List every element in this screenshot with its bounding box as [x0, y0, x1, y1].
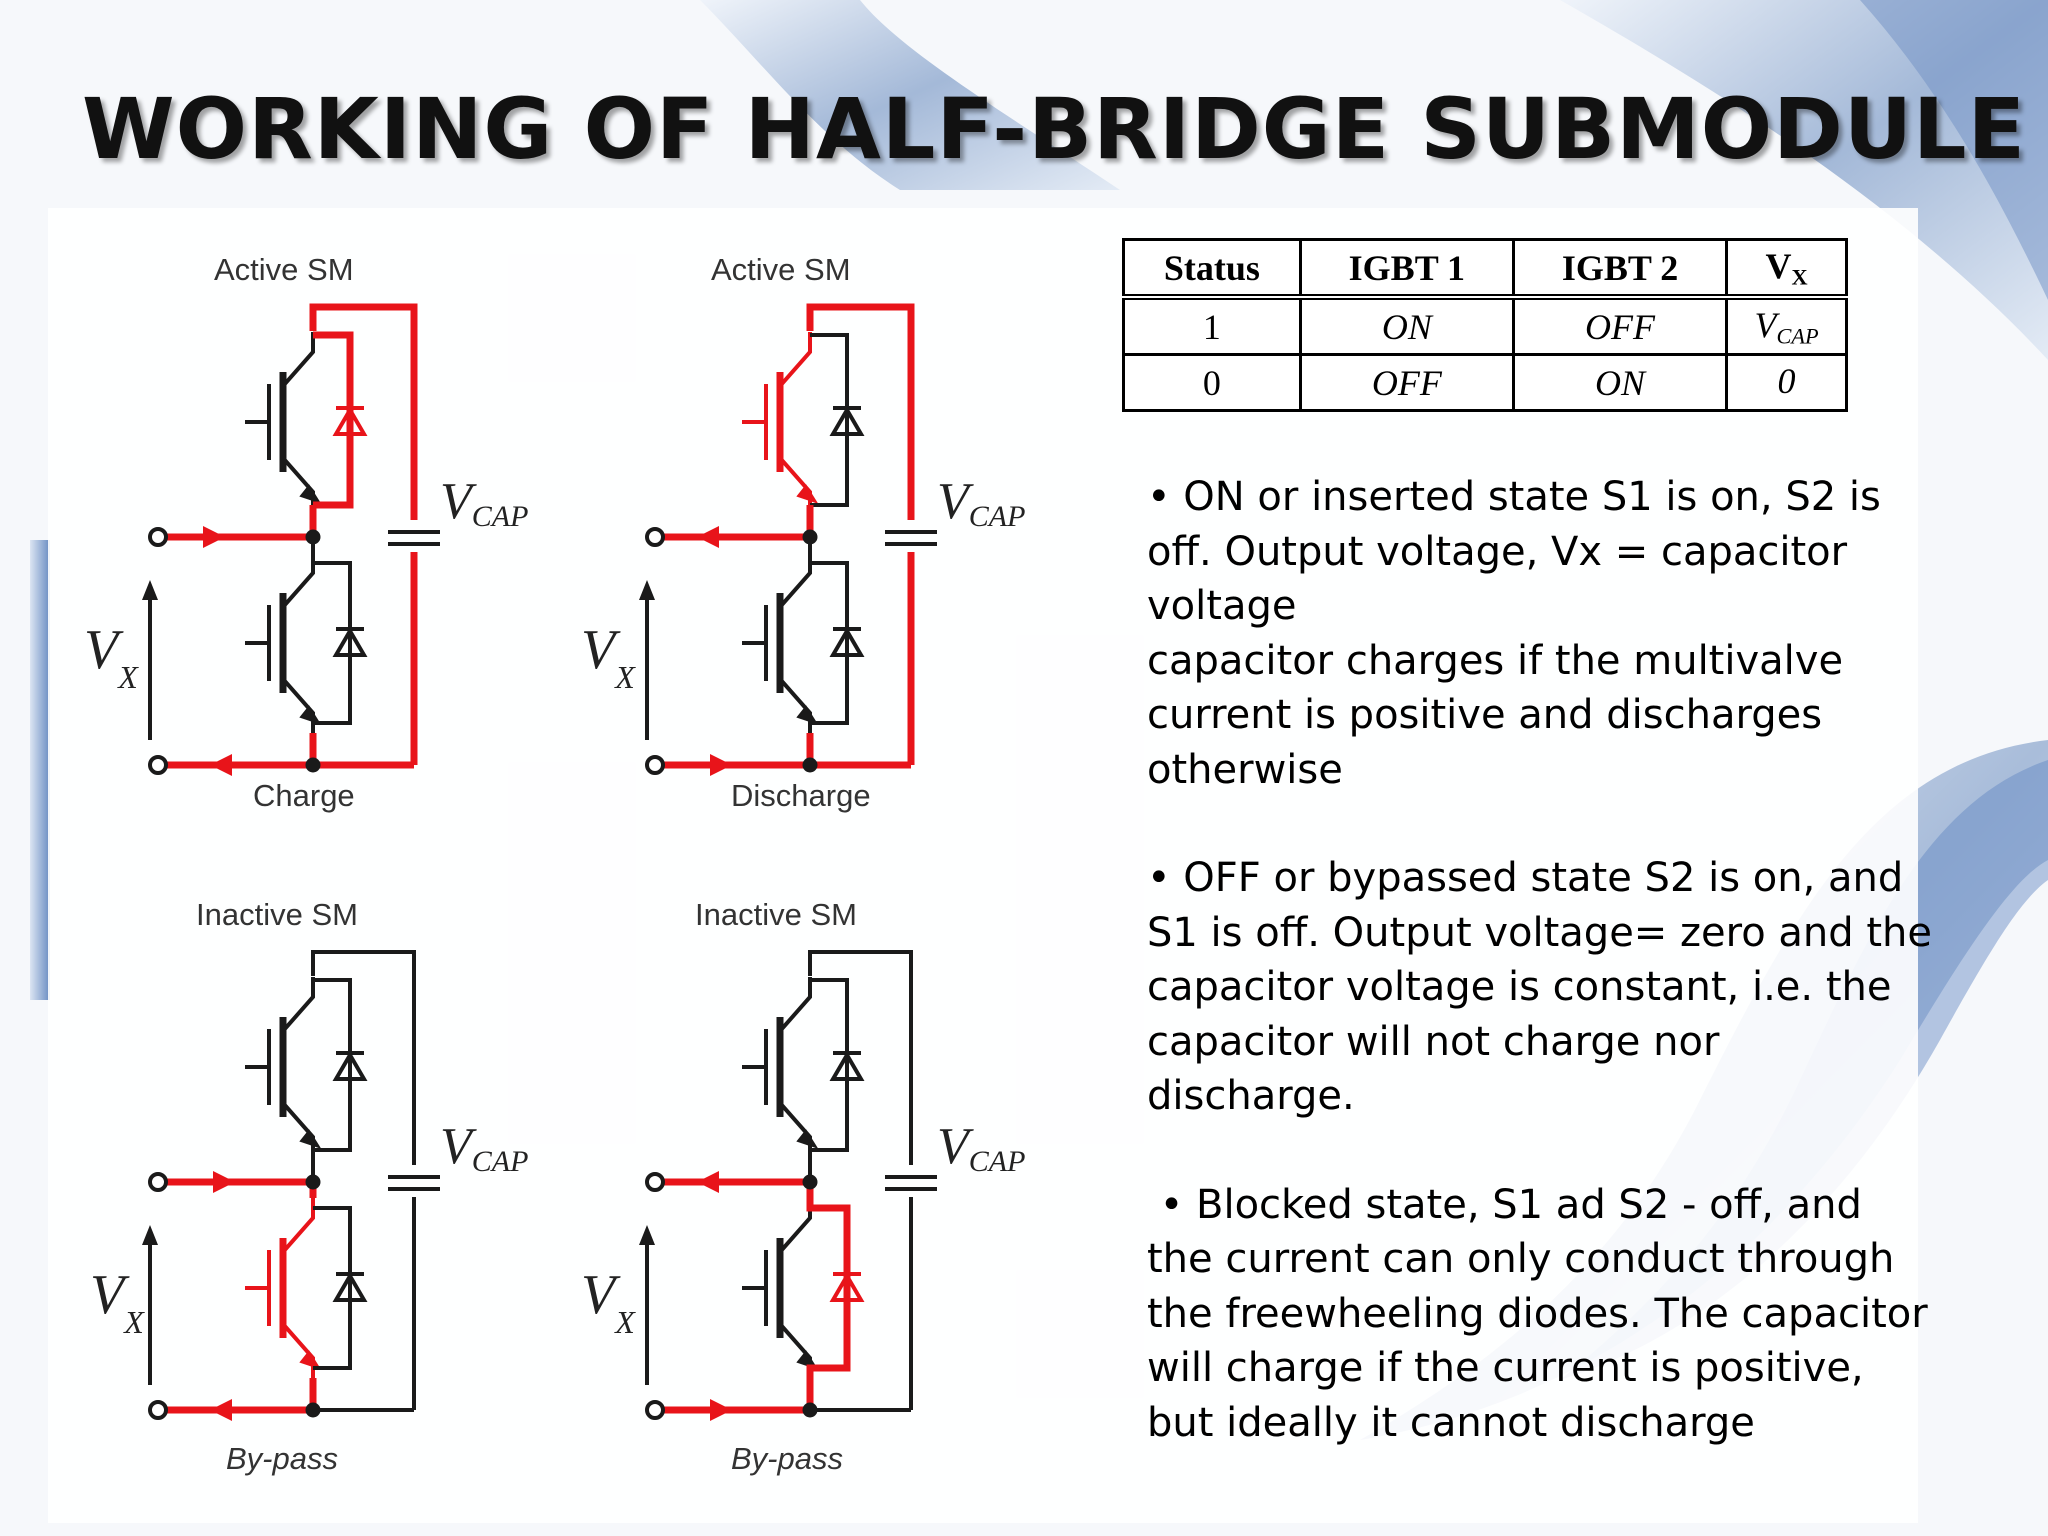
cell-igbt1: ON: [1298, 295, 1515, 356]
cell-status: 0: [1122, 353, 1302, 412]
table-row: 0 OFF ON 0: [1122, 353, 1848, 412]
table-row: 1 ON OFF VCAP: [1122, 295, 1848, 356]
diagram-caption: By-pass: [731, 1441, 843, 1476]
diagram-header: Inactive SM: [196, 897, 358, 932]
cell-vx: 0: [1725, 353, 1848, 412]
header-vx: VX: [1725, 238, 1848, 300]
diagram-header: Active SM: [711, 252, 851, 287]
lower-igbt: [245, 1198, 319, 1378]
diagram-discharge: Active SM Discharge VCAP VX: [581, 252, 1025, 813]
diagram-header: Active SM: [214, 252, 354, 287]
bypassed-state-paragraph: • OFF or bypassed state S2 is on, and S1…: [1147, 855, 1932, 1119]
cell-igbt1: OFF: [1298, 353, 1515, 412]
diagram-charge: Active SM Charge VCAP VX: [84, 252, 528, 813]
header-igbt2: IGBT 2: [1511, 238, 1729, 300]
upper-igbt: [742, 977, 816, 1157]
output-voltage-label: VX: [581, 619, 636, 695]
header-status: Status: [1122, 238, 1302, 300]
upper-igbt: [742, 332, 816, 512]
blocked-state-paragraph: • Blocked state, S1 ad S2 - off, and the…: [1147, 1181, 1928, 1446]
upper-igbt: [245, 977, 319, 1157]
capacitor-voltage-label: VCAP: [937, 473, 1025, 533]
cell-vx: VCAP: [1725, 295, 1848, 356]
table-header-row: Status IGBT 1 IGBT 2 VX: [1122, 238, 1848, 300]
lower-igbt: [742, 553, 816, 733]
output-voltage-label: VX: [581, 1264, 636, 1340]
diagram-header: Inactive SM: [695, 897, 857, 932]
diagram-caption: Charge: [253, 778, 355, 813]
cell-igbt2: ON: [1511, 353, 1729, 412]
capacitor-voltage-label: VCAP: [440, 1118, 528, 1178]
upper-igbt: [245, 332, 319, 512]
state-descriptions: • ON or inserted state S1 is on, S2 is o…: [1147, 470, 1967, 1504]
inserted-state-paragraph: • ON or inserted state S1 is on, S2 is o…: [1147, 474, 1881, 793]
diagram-bypass-diode: Inactive SM By-pass VCAP VX: [581, 897, 1025, 1476]
half-bridge-diagrams: Active SM Charge VCAP VX Active SM Disch…: [84, 252, 1025, 1476]
lower-igbt: [742, 1198, 816, 1378]
lower-igbt: [245, 553, 319, 733]
diagram-caption: Discharge: [731, 778, 871, 813]
capacitor-voltage-label: VCAP: [937, 1118, 1025, 1178]
diagram-caption: By-pass: [226, 1441, 338, 1476]
slide-title: WORKING OF HALF-BRIDGE SUBMODULE: [82, 80, 2026, 178]
output-voltage-label: VX: [84, 619, 139, 695]
switching-state-table: Status IGBT 1 IGBT 2 VX 1 ON OFF VCAP 0 …: [1122, 238, 1848, 412]
capacitor-voltage-label: VCAP: [440, 473, 528, 533]
header-igbt1: IGBT 1: [1298, 238, 1515, 300]
diagram-bypass-igbt: Inactive SM By-pass VCAP VX: [90, 897, 528, 1476]
cell-status: 1: [1122, 295, 1302, 356]
cell-igbt2: OFF: [1511, 295, 1729, 356]
output-voltage-label: VX: [90, 1264, 145, 1340]
